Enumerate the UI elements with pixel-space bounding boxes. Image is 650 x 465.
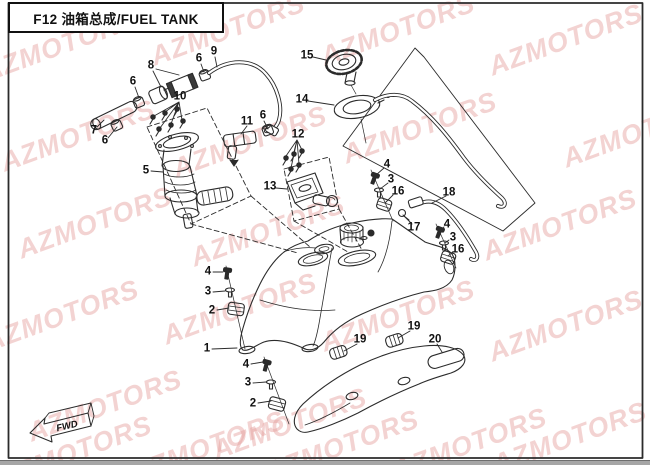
leader-lines bbox=[96, 56, 454, 404]
dashed-boxes bbox=[146, 107, 363, 254]
bottom-bar bbox=[0, 460, 650, 465]
fwd-arrow bbox=[29, 402, 95, 443]
page-title: F12 油箱总成/FUEL TANK bbox=[33, 11, 199, 27]
injector-valve bbox=[223, 124, 275, 167]
page-border bbox=[7, 2, 644, 459]
filler-neck bbox=[314, 222, 365, 255]
rubber-pad-left bbox=[329, 345, 348, 360]
panel-outline bbox=[342, 47, 536, 232]
pump-screws bbox=[149, 106, 186, 137]
fuel-tank-body bbox=[238, 218, 456, 355]
fuel-cap bbox=[325, 48, 363, 95]
fuel-filter bbox=[163, 72, 199, 99]
pump-strainer bbox=[196, 186, 234, 206]
fwd-arrow-label: FWD bbox=[55, 419, 79, 435]
rubber-pad-right bbox=[385, 333, 404, 348]
title-box: F12 油箱总成/FUEL TANK bbox=[8, 2, 224, 33]
mount-stack-center bbox=[262, 356, 290, 425]
fuel-tube bbox=[90, 100, 138, 132]
breather-hose bbox=[373, 92, 507, 209]
mounting-bracket bbox=[286, 172, 339, 211]
hose-clamp bbox=[397, 208, 410, 221]
hose-nut-left bbox=[132, 96, 146, 109]
lower-cover bbox=[293, 344, 466, 433]
bracket-screws bbox=[282, 148, 305, 177]
mount-stack-left bbox=[222, 265, 246, 350]
filter-cup bbox=[148, 85, 169, 105]
fuel-pump-assembly bbox=[155, 132, 234, 229]
mount-stack-right-upper bbox=[370, 169, 394, 222]
